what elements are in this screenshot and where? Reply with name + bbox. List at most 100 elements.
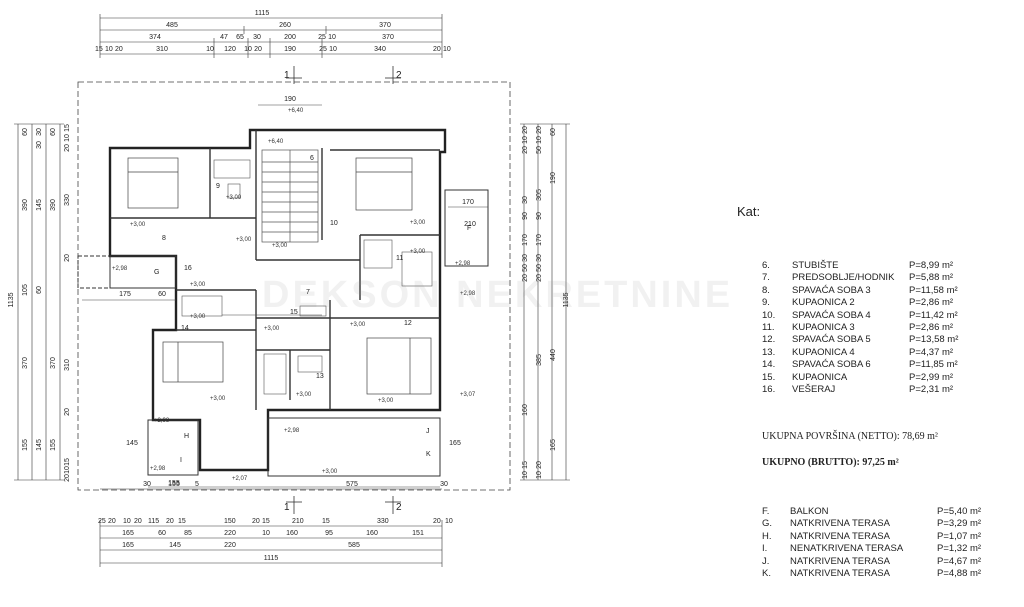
legend-no: 9. xyxy=(762,297,770,309)
level-marker: +2,98 xyxy=(284,428,300,434)
dim-right: 165 xyxy=(550,439,557,451)
legend-no: 8. xyxy=(762,284,770,296)
legend-no: H. xyxy=(762,530,772,542)
level-marker: +6,40 xyxy=(268,139,284,145)
legend-area: P=5,88 m² xyxy=(909,272,954,284)
legend-no: J. xyxy=(762,555,770,567)
room-label: J xyxy=(426,428,430,435)
legend-area: P=8,99 m² xyxy=(909,260,954,271)
level-marker: +3,00 xyxy=(322,469,338,475)
dim-top: 20 xyxy=(433,46,441,53)
legend-no: 10. xyxy=(762,309,776,321)
legend-area: P=4,67 m² xyxy=(937,555,982,567)
dim-right: 20 xyxy=(536,461,543,469)
level-marker: +6,40 xyxy=(288,108,304,114)
left-dimensions-row1: 60 390 105 370 155 xyxy=(22,128,29,451)
dim-right: 10 xyxy=(536,471,543,479)
dim-top: 65 xyxy=(236,34,244,41)
legend-no: G. xyxy=(762,518,773,530)
level-markers: +6,40 +6,40 +3,00 +3,00 +3,00 +3,00 +3,0… xyxy=(112,108,476,482)
legend-area: P=1,07 m² xyxy=(937,530,982,542)
right-dimensions-row3: 20 10 20 30 90 170 30 50 20 160 15 10 xyxy=(522,126,529,479)
dim-top: 15 xyxy=(95,46,103,53)
dim-bottom: 160 xyxy=(366,530,378,537)
dim-bottom: 85 xyxy=(184,530,192,537)
dim-inner: 165 xyxy=(449,440,461,447)
dim-top: 340 xyxy=(374,46,386,53)
dim-top: 20 xyxy=(115,46,123,53)
legend-no: 15. xyxy=(762,371,776,383)
section-mark-label: 1 xyxy=(284,502,290,513)
dim-bottom: 15 xyxy=(178,518,186,525)
dim-inner: 210 xyxy=(464,221,476,228)
level-marker: +3,00 xyxy=(210,396,226,402)
dim-bottom: 575 xyxy=(346,481,358,488)
legend-no: 16. xyxy=(762,384,776,395)
dim-right: 50 xyxy=(522,264,529,272)
room-label: 9 xyxy=(216,183,220,190)
dim-left: 60 xyxy=(36,286,43,294)
legend-no: 7. xyxy=(762,272,770,284)
dim-top: 25 xyxy=(318,34,326,41)
total-gross-area: UKUPNO (BRUTTO): 97,25 m² xyxy=(762,457,899,468)
legend-no: 12. xyxy=(762,334,776,346)
dim-left: 20 xyxy=(64,474,71,482)
level-marker: +3,00 xyxy=(272,243,288,249)
dim-inner: 190 xyxy=(284,96,296,103)
interior-walls xyxy=(110,130,440,410)
dim-left: 370 xyxy=(50,357,57,369)
dim-left: 330 xyxy=(64,194,71,206)
bottom-dimensions-row2: 165 60 85 220 10 160 95 160 151 xyxy=(122,530,424,537)
dim-bottom: 60 xyxy=(158,530,166,537)
total-net-area: UKUPNA POVRŠINA (NETTO): 78,69 m² xyxy=(762,431,938,442)
level-marker: +3,00 xyxy=(236,237,252,243)
dim-right: 305 xyxy=(536,189,543,201)
dim-top: 120 xyxy=(224,46,236,53)
section-mark-label: 1 xyxy=(284,70,290,81)
legend-no: 6. xyxy=(762,260,770,271)
dim-bottom: 210 xyxy=(292,518,304,525)
dim-left: 105 xyxy=(22,284,29,296)
dim-top: 374 xyxy=(149,34,161,41)
dim-left: 155 xyxy=(22,439,29,451)
legend-no: 13. xyxy=(762,346,776,358)
level-marker: +2,98 xyxy=(455,261,471,267)
legend-name: KUPAONICA 4 xyxy=(792,346,855,358)
dim-right: 50 xyxy=(536,146,543,154)
dim-right-total: 1135 xyxy=(563,292,570,307)
dim-right: 170 xyxy=(536,234,543,246)
dim-right: 20 xyxy=(522,146,529,154)
room-label: 8 xyxy=(162,235,166,242)
dim-bottom-total: 1115 xyxy=(264,555,279,562)
left-dimension-lines xyxy=(14,123,64,481)
dim-bottom: 20 xyxy=(166,518,174,525)
dim-top: 10 xyxy=(105,46,113,53)
terraces xyxy=(77,189,489,477)
level-marker: +3,00 xyxy=(190,282,206,288)
legend-name: KUPAONICA 3 xyxy=(792,322,855,333)
dim-bottom: 10 xyxy=(445,518,453,525)
dim-left-total: 1135 xyxy=(8,292,15,307)
dim-right: 30 xyxy=(522,196,529,204)
bathroom-fixtures xyxy=(181,159,433,395)
legend-area: P=2,99 m² xyxy=(909,371,954,383)
dim-top: 370 xyxy=(379,22,391,29)
room-label: I xyxy=(180,457,182,464)
room-label: 16 xyxy=(184,265,192,272)
dim-left: 390 xyxy=(22,199,29,211)
dim-left: 370 xyxy=(22,357,29,369)
dim-left: 15 xyxy=(64,124,71,132)
dim-top: 25 xyxy=(319,46,327,53)
legend-area: P=11,58 m² xyxy=(909,284,958,296)
dim-top: 10 xyxy=(443,46,451,53)
dim-top: 485 xyxy=(166,22,178,29)
dim-bottom: 10 xyxy=(123,518,131,525)
dim-inner: 175 xyxy=(119,291,131,298)
legend-name: SPAVAĆA SOBA 5 xyxy=(792,334,871,346)
dim-left: 60 xyxy=(22,128,29,136)
room-label: G xyxy=(154,269,159,276)
dim-right: 20 xyxy=(536,274,543,282)
dim-left: 155 xyxy=(50,439,57,451)
legend-name: SPAVAĆA SOBA 4 xyxy=(792,309,871,321)
